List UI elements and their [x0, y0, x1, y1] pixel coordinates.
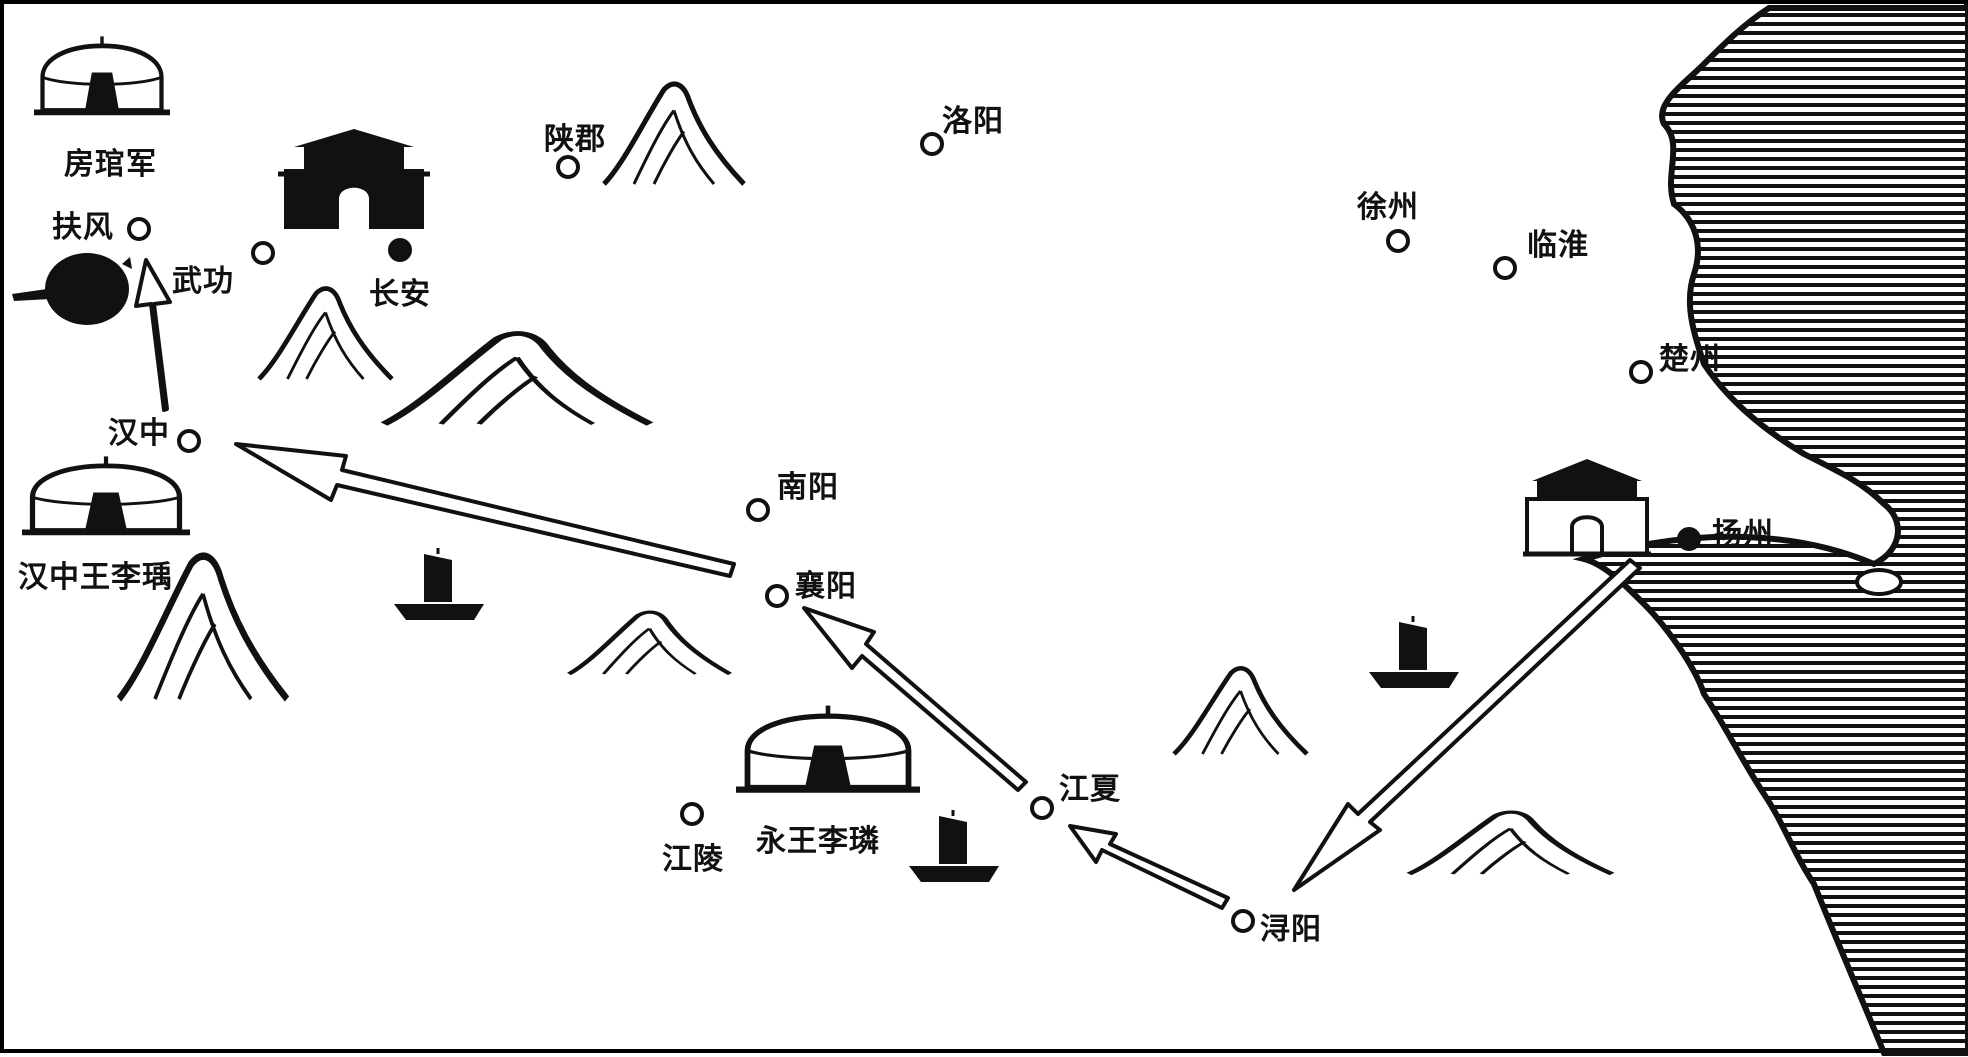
- route-arrows: [134, 258, 1642, 910]
- arrow-xiangyang-hanzhong: [234, 442, 736, 578]
- marker-hanzhong: [177, 429, 201, 453]
- palace-icon: [278, 129, 1651, 557]
- marker-xiangyang: [765, 584, 789, 608]
- marker-yangzhou: [1677, 527, 1701, 551]
- label-jiangling: 江陵: [662, 842, 724, 877]
- arrow-xunyang-jiangxia: [1068, 824, 1230, 910]
- label-xiangyang: 襄阳: [795, 569, 857, 604]
- label-linhuai: 临淮: [1527, 228, 1589, 263]
- label-hanzhong-king: 汉中王李瑀: [18, 560, 173, 595]
- marker-linhuai: [1493, 256, 1517, 280]
- marker-shanjun: [556, 155, 580, 179]
- map-art: [12, 5, 1968, 1056]
- label-chuzhou: 楚州: [1659, 342, 1721, 377]
- marker-changan: [388, 238, 412, 262]
- junk-boat-icon: [392, 546, 1461, 884]
- label-xunyang: 浔阳: [1260, 912, 1322, 947]
- label-yong-king: 永王李璘: [756, 824, 880, 859]
- marker-jiangxia: [1030, 796, 1054, 820]
- label-xuzhou: 徐州: [1357, 190, 1419, 225]
- place-markers: [127, 132, 1701, 933]
- label-fufeng: 扶风: [52, 210, 114, 245]
- marker-xuzhou: [1386, 229, 1410, 253]
- label-shanjun: 陕郡: [544, 122, 606, 157]
- marker-wugong: [251, 241, 275, 265]
- marker-luoyang: [920, 132, 944, 156]
- label-luoyang: 洛阳: [942, 104, 1004, 139]
- marker-fufeng: [127, 217, 151, 241]
- label-hanzhong: 汉中: [108, 416, 170, 451]
- label-jiangxia: 江夏: [1059, 772, 1121, 807]
- arrow-yangzhou-xunyang: [1292, 558, 1642, 892]
- arrow-jiangxia-xiangyang: [802, 606, 1028, 792]
- sea-hatch: [1572, 5, 1968, 1056]
- marker-jiangling: [680, 802, 704, 826]
- label-fangguan-army: 房琯军: [64, 147, 157, 182]
- label-changan: 长安: [369, 277, 431, 312]
- arrow-hanzhong-fufeng: [134, 258, 172, 412]
- label-wugong: 武功: [172, 264, 234, 299]
- marker-chuzhou: [1629, 360, 1653, 384]
- marker-nanyang: [746, 498, 770, 522]
- horse-icon: [12, 253, 132, 325]
- marker-xunyang: [1231, 909, 1255, 933]
- label-nanyang: 南阳: [777, 470, 839, 505]
- label-yangzhou: 扬州: [1712, 517, 1774, 552]
